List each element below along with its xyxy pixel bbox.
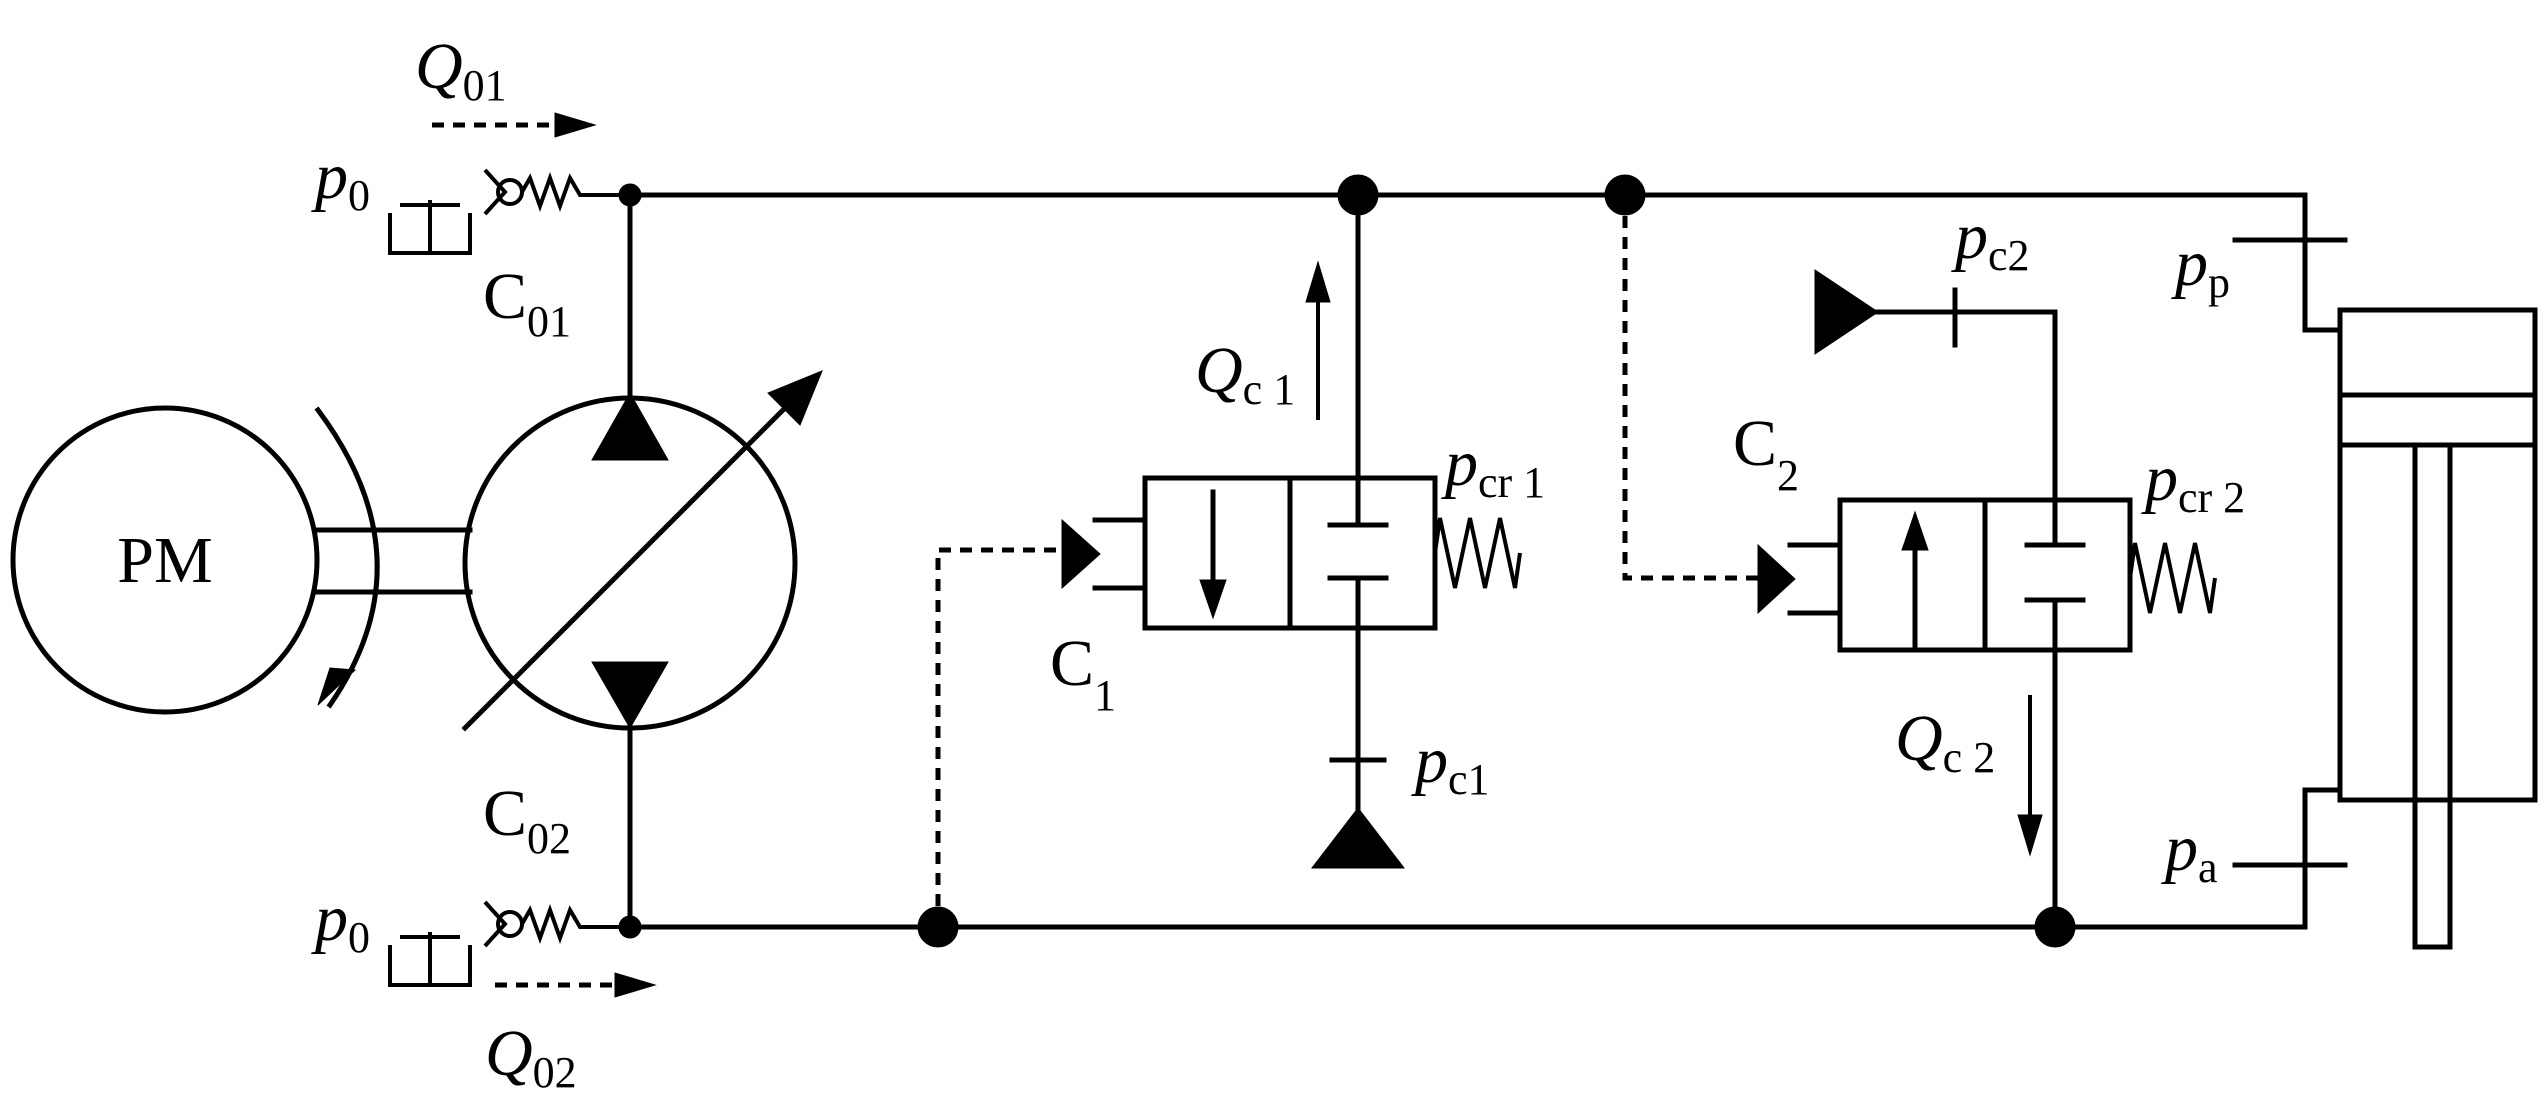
c2-pilot-line (1622, 195, 1758, 581)
label-pa: pa (2161, 812, 2218, 892)
check-valve-c01 (388, 168, 630, 255)
lower-line (627, 787, 2343, 930)
label-q01: Q01 (415, 30, 507, 110)
label-p0-bottom: p0 (311, 882, 370, 962)
c2-pilot-icon (1757, 543, 1796, 615)
prime-mover (10, 405, 473, 715)
label-pp: pp (2171, 227, 2230, 307)
c1-tank-icon (1310, 807, 1406, 869)
hydraulic-cylinder (2232, 237, 2538, 950)
c2-pressure-source-icon (1814, 269, 1879, 355)
upper-line (627, 192, 2343, 333)
label-qc2: Qc 2 (1895, 702, 1995, 782)
check-valve-c02 (388, 900, 630, 987)
label-pm: PM (117, 524, 212, 597)
label-p0-top: p0 (311, 140, 370, 220)
flow-arrow-qc2-head-icon (2017, 814, 2043, 857)
flow-arrow-qc1-head-icon (1305, 260, 1331, 303)
label-qc1: Qc 1 (1195, 334, 1295, 414)
pump-down-triangle-icon (591, 661, 669, 730)
label-c1: C1 (1050, 627, 1116, 720)
flow-arrow-q02-head-icon (614, 972, 657, 998)
c1-pilot-line (935, 547, 1062, 927)
label-pcr1: pcr 1 (1441, 427, 1545, 507)
label-c01: C01 (483, 260, 571, 346)
label-c2: C2 (1733, 407, 1799, 500)
variable-pump (461, 370, 823, 732)
valve-c1 (1061, 192, 1522, 869)
label-c02: C02 (483, 777, 571, 863)
flow-arrow-q01-head-icon (554, 112, 597, 138)
label-pc2: pc2 (1951, 200, 2030, 280)
c1-down-arrow-icon (1199, 579, 1227, 620)
label-pc1: pc1 (1411, 724, 1490, 804)
label-pcr2: pcr 2 (2141, 442, 2245, 522)
variable-arrow-icon (767, 370, 823, 426)
c1-pilot-icon (1061, 518, 1101, 590)
c2-up-arrow-icon (1901, 510, 1929, 551)
label-q02: Q02 (485, 1017, 577, 1097)
rotation-arrow-icon (317, 667, 357, 706)
pump-up-triangle-icon (591, 391, 669, 461)
valve-c2 (1757, 269, 2217, 930)
